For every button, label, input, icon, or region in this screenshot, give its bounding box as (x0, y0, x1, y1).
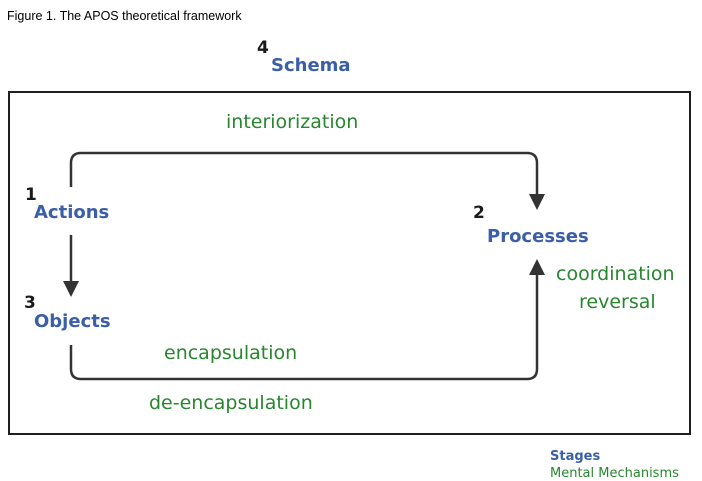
processes-number: 2 (473, 203, 485, 223)
coordination-label: coordination (556, 263, 675, 285)
reversal-label: reversal (579, 291, 656, 313)
encapsulation-label: encapsulation (164, 342, 298, 364)
encapsulation-loop-arrowhead (529, 259, 545, 275)
legend-mental-mechanisms: Mental Mechanisms (550, 466, 679, 481)
de-encapsulation-label: de-encapsulation (149, 392, 313, 414)
objects-label: Objects (34, 311, 111, 332)
schema-number: 4 (257, 38, 269, 58)
legend-stages: Stages (550, 449, 601, 464)
processes-label: Processes (487, 226, 589, 247)
objects-number: 3 (24, 293, 36, 313)
interiorization-arrow (69, 151, 539, 197)
encapsulation-loop-arrow (69, 272, 539, 381)
framework-frame (8, 91, 691, 435)
interiorization-arrowhead (529, 194, 545, 210)
interiorization-label: interiorization (226, 111, 359, 133)
actions-to-objects-arrowhead (63, 281, 79, 297)
schema-label: Schema (271, 55, 351, 76)
actions-number: 1 (25, 185, 37, 205)
figure-caption: Figure 1. The APOS theoretical framework (7, 9, 242, 23)
actions-label: Actions (34, 202, 110, 223)
